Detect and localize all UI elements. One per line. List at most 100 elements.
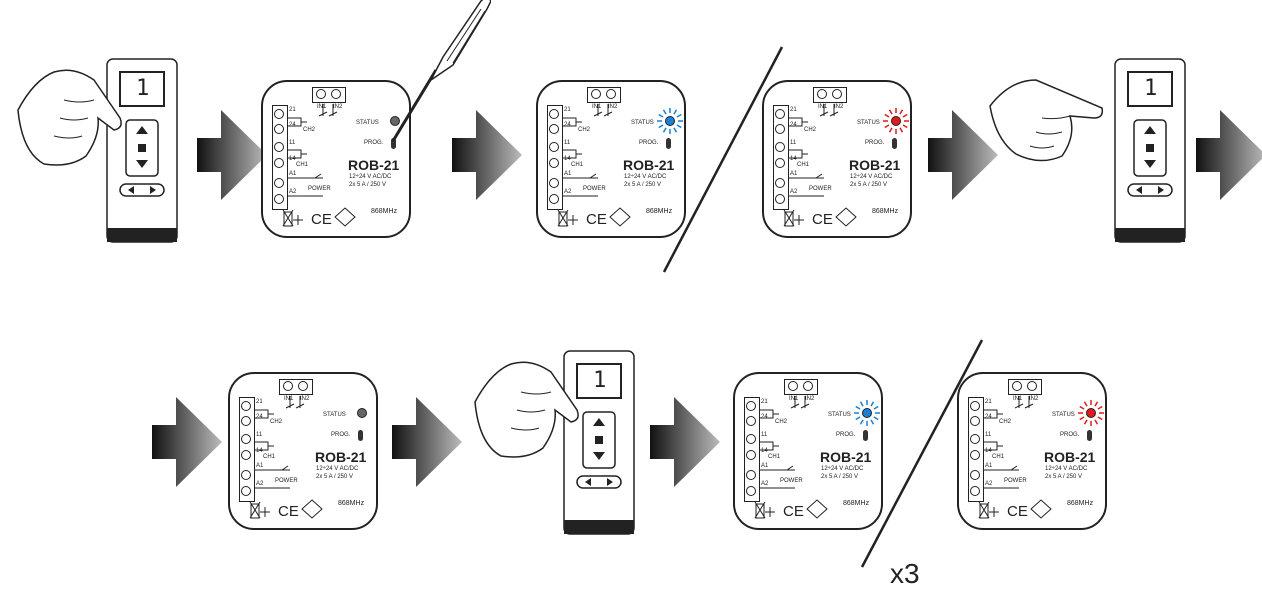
terminal-screw [241,401,251,411]
terminal-label: 14 [790,156,797,162]
terminal-screw [775,194,785,204]
ch1-label: CH1 [797,162,810,168]
terminal-screw [970,486,980,496]
wiring-schematic: CE [783,104,857,228]
terminal-label: 11 [564,140,571,146]
prog-button [666,138,671,149]
terminal-label: 14 [985,448,992,454]
status-led [1086,408,1096,418]
terminal-screw [746,401,756,411]
in1-label: IN1 [284,396,294,402]
terminal-label: 21 [790,107,797,113]
terminal-screw [549,124,559,134]
terminal-screw [549,178,559,188]
separator-slash [662,46,784,273]
terminal-screw [241,434,251,444]
rating-label: 2x 5 A / 250 V [349,182,387,188]
prog-label: PROG. [331,432,351,438]
status-led [357,408,367,418]
terminal-label: 21 [564,107,571,113]
status-label: STATUS [356,120,379,126]
frequency-label: 868MHz [872,208,899,215]
terminal-screw [274,124,284,134]
terminal-screw [817,89,827,99]
voltage-label: 12÷24 V AC/DC [1045,466,1088,472]
led-glow-icon [657,108,683,134]
class-iii-icon [609,207,631,227]
weee-bin-icon [783,209,795,227]
terminal-screw [775,158,785,168]
terminal-label: A2 [985,481,993,487]
ch2-label: CH2 [999,419,1012,425]
voltage-label: 12÷24 V AC/DC [624,174,667,180]
in1-label: IN1 [789,396,799,402]
terminal-label: 14 [564,156,571,162]
frequency-label: 868MHz [338,500,365,507]
status-led [862,408,872,418]
channel-display: 1 [1144,76,1158,101]
model-name: ROB-21 [820,449,872,465]
ch2-label: CH2 [775,419,788,425]
terminal-label: 14 [256,448,263,454]
in2-label: IN2 [300,396,310,402]
terminal-label: A1 [256,463,264,469]
terminal-screw [775,178,785,188]
terminal-screw [549,109,559,119]
input-terminal-block [587,87,621,103]
terminal-screw [746,434,756,444]
class-iii-icon [835,207,857,227]
terminal-screw [549,158,559,168]
power-label: POWER [275,478,298,484]
in1-label: IN1 [1013,396,1023,402]
terminal-screw [970,401,980,411]
hand-icon [17,69,122,166]
prog-label: PROG. [1060,432,1080,438]
terminal-screw [788,381,798,391]
input-terminal-block [1008,379,1042,395]
in2-label: IN2 [1029,396,1039,402]
class-iii-icon [301,499,323,519]
terminal-label: 21 [985,399,992,405]
input-terminal-block [312,87,346,103]
terminal-screw [970,434,980,444]
terminal-label: 21 [289,107,296,113]
terminal-screw [970,450,980,460]
voltage-label: 12÷24 V AC/DC [349,174,392,180]
status-label: STATUS [631,120,654,126]
prog-label: PROG. [836,432,856,438]
weee-bin-icon [282,209,294,227]
model-name: ROB-21 [348,157,400,173]
terminal-screw [241,416,251,426]
terminal-label: A1 [761,463,769,469]
terminal-label: A2 [790,189,798,195]
prog-label: PROG. [364,140,384,146]
weee-bin-icon [249,501,261,519]
terminal-screw [803,381,813,391]
terminal-screw [775,109,785,119]
input-terminal-block [813,87,847,103]
terminal-label: 11 [790,140,797,146]
terminal-label: 24 [985,414,992,420]
channel-display: 1 [136,76,150,101]
led-glow-icon [883,108,909,134]
status-label: STATUS [1052,412,1075,418]
next-step-arrow-icon [1196,110,1262,200]
prog-button [358,430,363,441]
channel-display: 1 [593,368,607,393]
repeat-count-label: x3 [890,558,920,589]
ch1-label: CH1 [296,162,309,168]
wiring-schematic: CE [978,396,1052,520]
terminal-screw [298,381,308,391]
prog-label: PROG. [865,140,885,146]
frequency-label: 868MHz [843,500,870,507]
prog-label: PROG. [639,140,659,146]
terminal-screw [832,89,842,99]
status-led [891,116,901,126]
rating-label: 2x 5 A / 250 V [850,182,888,188]
led-glow-icon [854,400,880,426]
terminal-label: 14 [761,448,768,454]
ch2-label: CH2 [578,127,591,133]
